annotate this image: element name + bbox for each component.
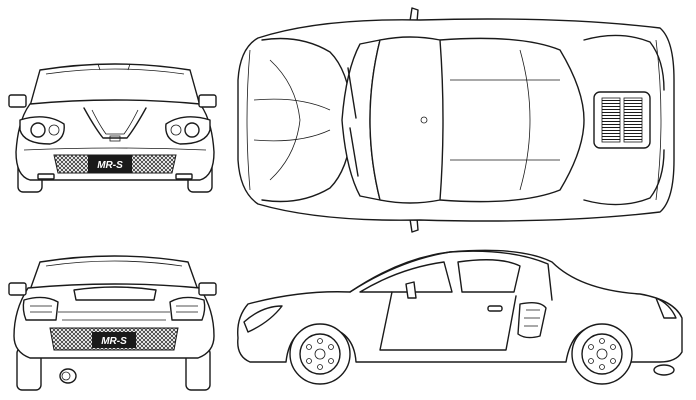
side-headlight	[243, 305, 283, 333]
rear-badge: MR-S	[101, 336, 127, 347]
side-exhaust	[653, 364, 675, 376]
side-window	[359, 261, 453, 293]
side-rear-wheel	[571, 323, 633, 385]
rear-spoiler	[73, 286, 157, 301]
front-left-fog-light	[37, 173, 55, 180]
front-left-mirror	[8, 94, 27, 108]
door-handle	[487, 305, 503, 312]
rear-left-mirror	[8, 282, 27, 296]
engine-vent-right	[623, 97, 643, 143]
front-badge: MR-S	[97, 160, 123, 171]
front-right-headlight	[165, 116, 211, 145]
rear-right-mirror	[198, 282, 217, 296]
front-emblem	[109, 135, 121, 142]
front-right-fog-light	[175, 173, 193, 180]
side-intake	[517, 301, 547, 339]
rear-badge-plate	[92, 332, 136, 348]
front-badge-plate	[88, 155, 132, 173]
front-left-headlight	[19, 116, 65, 145]
rear-view: MR-S	[8, 255, 217, 391]
front-view: MR-S	[8, 63, 217, 193]
front-windshield	[29, 63, 201, 107]
rear-left-taillight	[22, 296, 59, 321]
rear-window	[29, 255, 199, 291]
front-right-mirror	[198, 94, 217, 108]
side-front-wheel	[289, 323, 351, 385]
top-view	[237, 7, 675, 233]
side-taillight	[655, 297, 677, 319]
side-view	[237, 249, 683, 385]
engine-vent-left	[601, 97, 621, 143]
top-roof	[369, 36, 444, 204]
exhaust-pipe	[59, 368, 77, 384]
rear-right-taillight	[169, 296, 206, 321]
top-body	[237, 18, 675, 222]
side-rear-window	[457, 259, 521, 293]
side-mirror	[405, 281, 417, 299]
